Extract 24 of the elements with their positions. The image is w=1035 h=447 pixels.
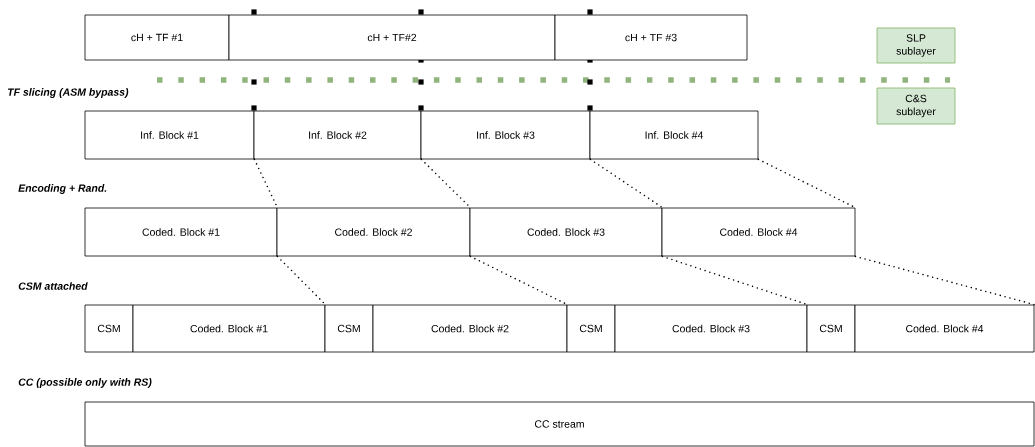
block-box: Inf. Block #2 [253, 110, 422, 160]
block-box: Coded. Block #4 [661, 207, 856, 257]
block-box: CSM [806, 304, 856, 353]
block-box: Coded. Block #1 [84, 207, 278, 257]
mapping-line [854, 255, 1035, 306]
block-box: CSM [566, 304, 616, 353]
section-heading: TF slicing (ASM bypass) [7, 88, 129, 98]
block-box: Coded. Block #2 [276, 207, 471, 257]
section-heading: Encoding + Rand. [18, 184, 107, 194]
block-box: CSM [84, 304, 134, 353]
block-box: Inf. Block #4 [589, 110, 759, 160]
stream-box: CC stream [84, 401, 1035, 447]
mapping-line [589, 158, 664, 209]
block-box: Inf. Block #3 [420, 110, 591, 160]
block-box: cH + TF #3 [554, 14, 748, 61]
section-heading: CSM attached [18, 282, 88, 290]
section-heading: CC (possible only with RS) [18, 378, 152, 388]
block-box: CSM [324, 304, 374, 353]
block-box: cH + TF #1 [84, 14, 230, 61]
sublayer-box: SLP sublayer [876, 27, 956, 64]
sublayer-box: C&S sublayer [876, 87, 956, 125]
mapping-line [276, 255, 327, 306]
block-box: Inf. Block #1 [84, 110, 255, 160]
block-box: Coded. Block #3 [469, 207, 663, 257]
